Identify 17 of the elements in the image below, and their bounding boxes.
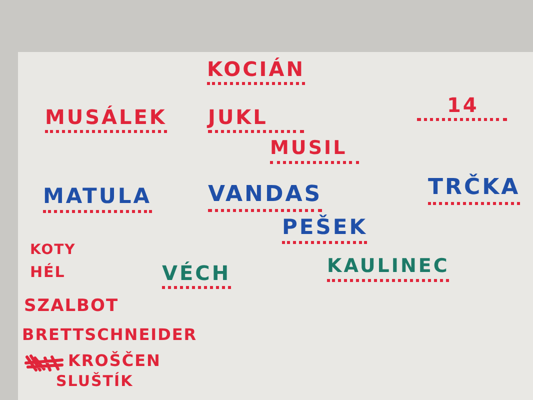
handwritten-name: HÉL xyxy=(30,264,66,280)
handwritten-name: MATULA xyxy=(43,185,152,214)
handwritten-name: MUSÁLEK xyxy=(45,106,167,133)
handwritten-name: KAULINEC xyxy=(327,256,450,282)
handwritten-name: KROŠČEN xyxy=(68,352,161,370)
handwritten-name: SZALBOT xyxy=(24,297,119,316)
handwritten-name: VANDAS xyxy=(208,183,322,212)
handwritten-name: JUKL xyxy=(208,106,304,133)
handwritten-name: SLUŠTÍK xyxy=(56,373,134,390)
handwritten-name: TRČKA xyxy=(428,176,520,206)
handwritten-name: KOCIÁN xyxy=(207,58,305,85)
handwritten-name: KOTY xyxy=(30,243,76,258)
handwritten-name: 14 xyxy=(417,94,507,121)
handwritten-name: BRETTSCHNEIDER xyxy=(22,326,198,344)
handwritten-name: VÉCH xyxy=(162,262,231,289)
handwritten-name: PEŠEK xyxy=(282,216,368,244)
handwritten-name: MUSIL xyxy=(270,138,360,164)
